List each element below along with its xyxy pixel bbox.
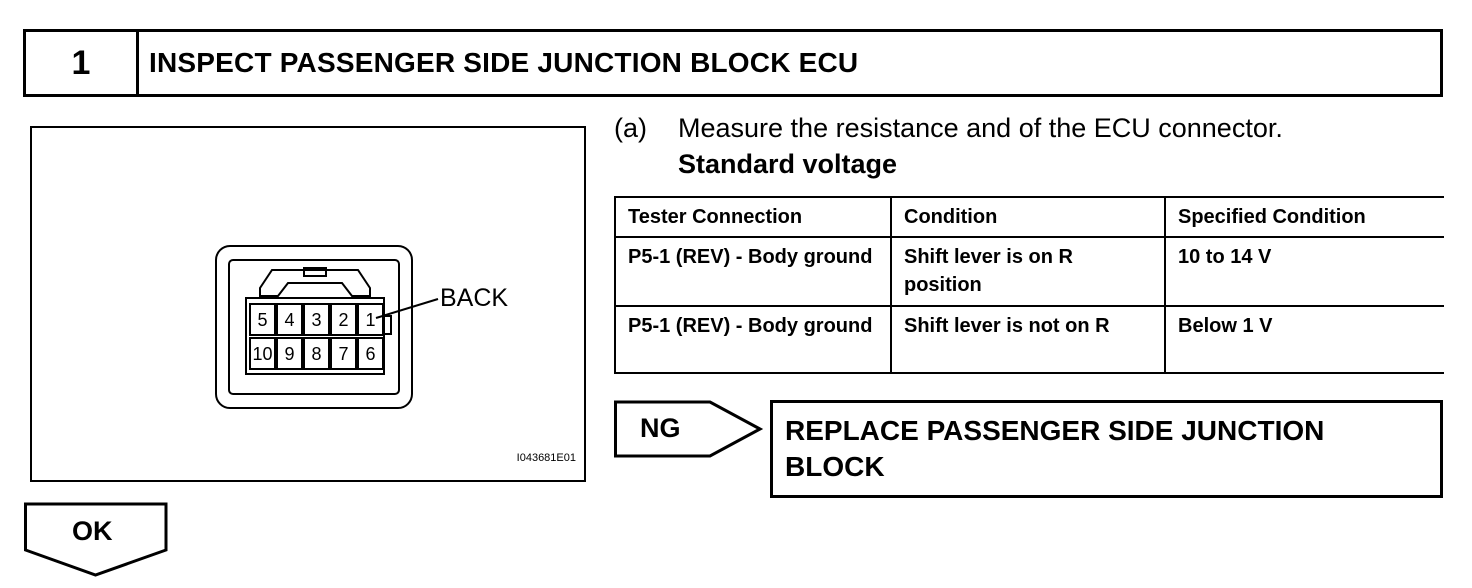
- step-header: 1 INSPECT PASSENGER SIDE JUNCTION BLOCK …: [23, 29, 1443, 97]
- step-number: 1: [26, 32, 139, 94]
- pin-label-5: 5: [257, 310, 267, 330]
- pin-label-8: 8: [311, 344, 321, 364]
- spec-table: Tester Connection Condition Specified Co…: [614, 196, 1444, 374]
- ok-arrow-icon: [24, 502, 168, 577]
- figure-id: I043681E01: [516, 452, 576, 464]
- table-header-row: Tester Connection Condition Specified Co…: [614, 196, 1444, 238]
- cell-specified-condition: 10 to 14 V: [1164, 236, 1444, 307]
- pin-label-4: 4: [284, 310, 294, 330]
- table-row: P5-1 (REV) - Body ground Shift lever is …: [614, 305, 1444, 374]
- ng-label: NG: [640, 413, 681, 443]
- instruction-subheading: Standard voltage: [678, 149, 898, 179]
- connector-drawing: 5 4 3 2 1 10 9 8 7 6: [215, 245, 439, 409]
- pin-label-10: 10: [252, 344, 272, 364]
- cell-tester-connection: P5-1 (REV) - Body ground: [614, 305, 892, 374]
- back-label: BACK: [440, 284, 509, 312]
- instruction-index: (a): [614, 113, 647, 143]
- pin-label-3: 3: [311, 310, 321, 330]
- pin-label-2: 2: [338, 310, 348, 330]
- header-specified-condition: Specified Condition: [1164, 196, 1444, 238]
- pin-label-7: 7: [338, 344, 348, 364]
- table-row: P5-1 (REV) - Body ground Shift lever is …: [614, 236, 1444, 307]
- step-title: INSPECT PASSENGER SIDE JUNCTION BLOCK EC…: [149, 47, 859, 78]
- cell-condition: Shift lever is on R position: [890, 236, 1166, 307]
- cell-specified-condition: Below 1 V: [1164, 305, 1444, 374]
- header-condition: Condition: [890, 196, 1166, 238]
- cell-condition: Shift lever is not on R: [890, 305, 1166, 374]
- cell-tester-connection: P5-1 (REV) - Body ground: [614, 236, 892, 307]
- connector-figure: 5 4 3 2 1 10 9 8 7 6 BACK I043681E01: [30, 126, 586, 482]
- header-tester-connection: Tester Connection: [614, 196, 892, 238]
- pin-label-9: 9: [284, 344, 294, 364]
- pin-label-6: 6: [365, 344, 375, 364]
- instruction-text: Measure the resistance and of the ECU co…: [678, 113, 1283, 143]
- pin-label-1: 1: [365, 310, 375, 330]
- ng-action-box: REPLACE PASSENGER SIDE JUNCTION BLOCK: [770, 400, 1443, 498]
- ng-arrow-icon: [614, 400, 764, 458]
- ok-label: OK: [72, 516, 113, 546]
